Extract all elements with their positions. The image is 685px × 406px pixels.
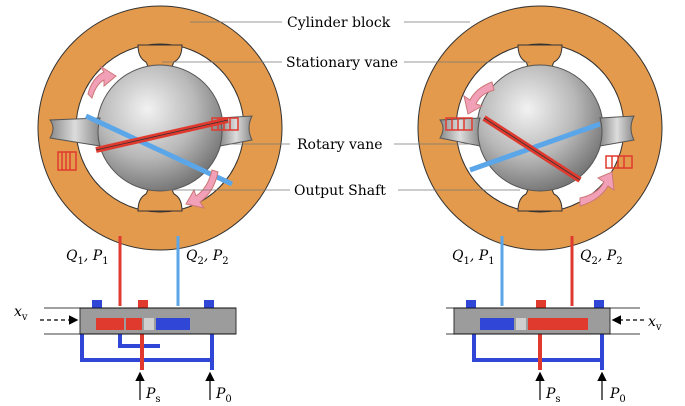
right-label-q2p2: Q2, P2	[580, 248, 623, 267]
left-blue-vane	[84, 113, 234, 187]
right-label-q1p1: Q1, P1	[452, 248, 495, 267]
right-seal-right	[599, 115, 635, 147]
label-cylinder-block: Cylinder block	[287, 15, 391, 31]
left-rotation-arrow-top	[87, 65, 117, 99]
left-actuator	[37, 5, 283, 400]
label-output-shaft: Output Shaft	[294, 183, 386, 199]
right-label-p0: P0	[609, 386, 626, 405]
right-label-xv: xv	[648, 314, 662, 333]
right-actuator	[417, 5, 663, 400]
left-label-q2p2: Q2, P2	[186, 248, 229, 267]
right-label-ps: Ps	[545, 386, 561, 405]
left-rotation-arrow-bottom	[185, 169, 219, 209]
label-rotary-vane: Rotary vane	[297, 137, 383, 153]
left-label-p0: P0	[215, 386, 232, 405]
right-rotation-arrow-bottom	[579, 171, 615, 207]
right-seal-hatch-left	[445, 117, 473, 131]
left-seal-right	[219, 115, 253, 147]
left-label-q1p1: Q1, P1	[66, 248, 109, 267]
left-label-ps: Ps	[145, 386, 161, 405]
right-seal-hatch-right	[605, 155, 633, 169]
left-label-xv: xv	[14, 304, 28, 323]
right-blue-vane	[469, 121, 601, 173]
leader-lines	[160, 21, 530, 191]
label-stationary-vane: Stationary vane	[286, 55, 398, 71]
right-rotation-arrow-top	[463, 81, 495, 115]
right-seal-left	[439, 117, 481, 147]
left-seal-hatch-left	[57, 151, 77, 171]
